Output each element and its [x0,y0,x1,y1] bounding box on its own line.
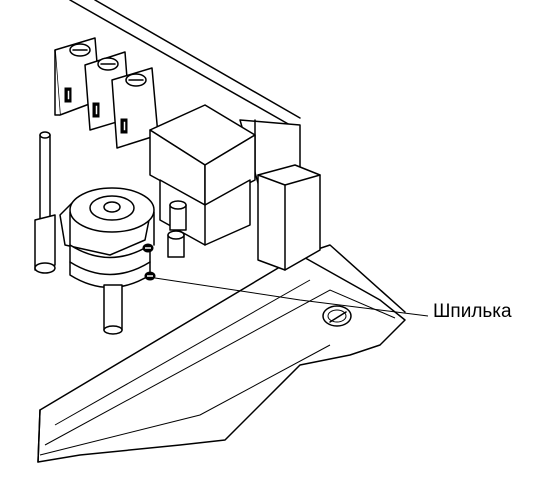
capacitors [167,200,187,258]
callout-leader [154,277,429,317]
terminal-blocks [54,37,159,149]
vertical-pin [34,131,56,274]
upright-block [257,164,321,271]
callout-label-set-screw: Шпилька [433,301,512,322]
base-plate [37,244,406,463]
mounting-hole [322,305,352,327]
relay-block [149,104,256,206]
cam-assembly [59,187,155,335]
set-screw [142,243,156,281]
